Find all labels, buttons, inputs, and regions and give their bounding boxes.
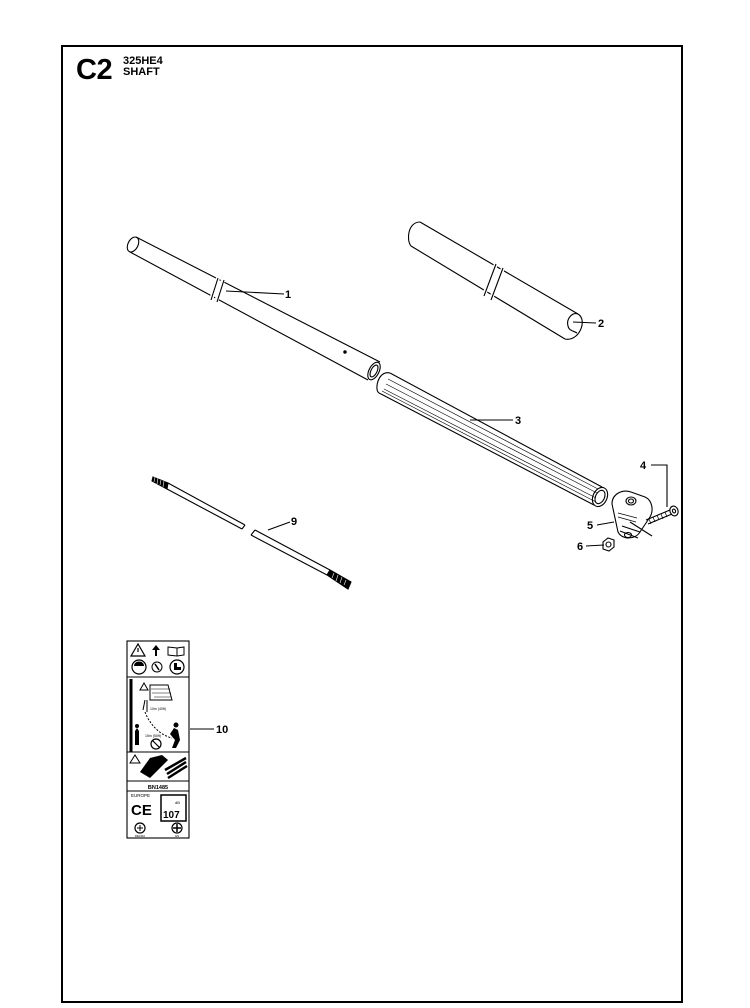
part-10-warning-decal[interactable]: 10m (40ft) 15m (50ft) BN1485 EUROPE CE [126, 640, 190, 839]
decal-row-certification: EUROPE CE dB 107 DEKRA GS [131, 793, 187, 838]
leader-5 [596, 521, 653, 537]
callout-10: 10 [216, 724, 228, 736]
arrow-up-icon [152, 645, 160, 656]
leader-2 [572, 321, 597, 324]
section-title: SHAFT [123, 66, 160, 78]
cert-right-label: GS [175, 834, 179, 838]
callout-5: 5 [587, 520, 593, 532]
warning-triangle-small-icon [129, 754, 141, 764]
gloves-icon [151, 661, 163, 673]
helmet-icon [131, 659, 147, 675]
callout-6: 6 [577, 541, 583, 553]
model-name: 325HE4 [123, 55, 163, 67]
decal-row-blade-hazard [127, 754, 189, 782]
part-2-d-tube[interactable] [407, 221, 583, 340]
callout-9: 9 [291, 516, 297, 528]
boots-icon [169, 659, 185, 675]
cert-left-label: DEKRA [135, 834, 145, 838]
cert-seal-left-icon [134, 822, 146, 834]
part-4-screw[interactable] [645, 505, 679, 525]
sound-level-box [160, 794, 187, 822]
distance-label: 10m (40ft) [150, 707, 166, 711]
part-9-drive-shaft[interactable] [151, 476, 352, 590]
decal-row-powerline: 10m (40ft) 15m (50ft) [127, 679, 189, 753]
electric-warning-icon [139, 681, 149, 691]
prohibited-icon [150, 738, 162, 750]
distance-label-2: 15m (50ft) [145, 734, 161, 738]
decal-row-warnings [127, 642, 189, 678]
hedge-blade-icon [164, 756, 188, 780]
callout-1: 1 [285, 289, 291, 301]
decal-model-code: BN1485 [148, 785, 168, 791]
person-icon [135, 728, 139, 745]
section-code: C2 [76, 54, 113, 86]
cert-seal-right-icon [171, 822, 183, 834]
warning-triangle-icon [129, 642, 147, 657]
diagram-frame [61, 45, 683, 1003]
region-label: EUROPE [131, 793, 150, 798]
title-block: 325HE4 SHAFT [123, 56, 163, 78]
callout-4: 4 [640, 460, 647, 472]
leader-1 [225, 290, 285, 295]
manual-book-icon [167, 646, 185, 657]
operator-icon [170, 728, 180, 748]
sound-level-value: 107 [163, 810, 180, 821]
part-5-clamp[interactable] [611, 490, 653, 539]
hand-icon [140, 755, 168, 778]
leader-4 [651, 464, 668, 507]
callout-2: 2 [598, 318, 604, 330]
leader-9 [267, 521, 291, 531]
ce-mark: CE [131, 802, 152, 819]
sound-unit: dB [175, 800, 180, 805]
leader-6 [585, 544, 605, 547]
part-1-outer-tube[interactable] [125, 235, 383, 382]
part-6-nut[interactable] [602, 537, 615, 552]
part-3-ribbed-tube[interactable] [376, 372, 611, 509]
callout-3: 3 [515, 415, 521, 427]
